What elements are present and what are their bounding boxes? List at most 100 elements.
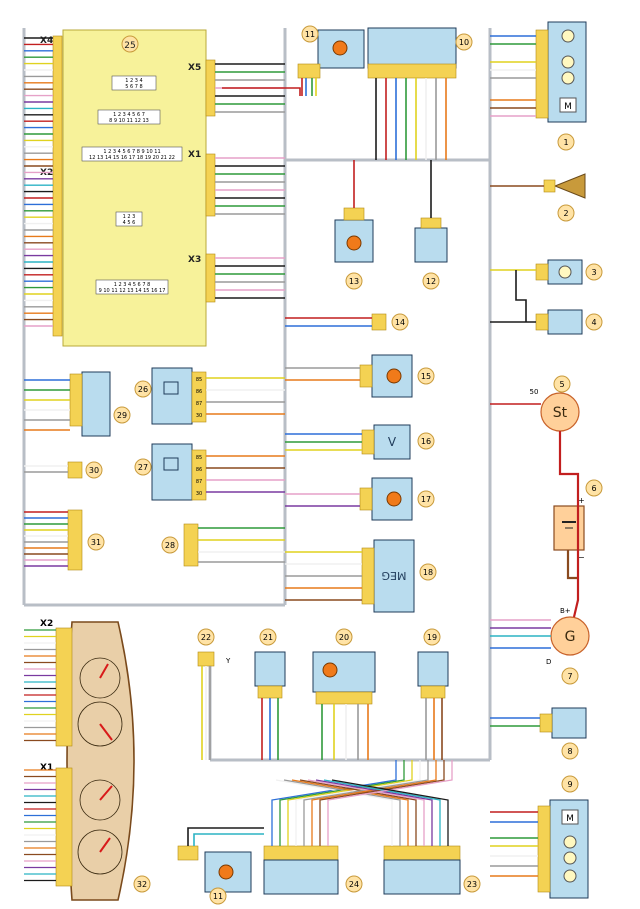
component-1-number: 1 xyxy=(563,138,568,147)
chassis-bus xyxy=(22,28,492,762)
component-11-lower-number: 11 xyxy=(213,892,223,901)
component-2-horn: 2 xyxy=(543,173,586,222)
component-17-number: 17 xyxy=(421,495,431,504)
component-5-number: 5 xyxy=(559,380,564,389)
component-2-number: 2 xyxy=(563,209,568,218)
wire xyxy=(275,779,393,846)
component-26-number: 26 xyxy=(138,385,148,394)
wire xyxy=(315,779,433,846)
svg-text:5 6 7 8: 5 6 7 8 xyxy=(125,84,143,90)
svg-text:9 10 11 12 13 14 15 16 17: 9 10 11 12 13 14 15 16 17 xyxy=(99,288,166,294)
component-28-connector: 28 xyxy=(161,523,199,567)
connector-x1-label: X1 xyxy=(188,150,201,160)
component-20-motor-switch: 20 xyxy=(312,628,376,705)
pin-map-x1: 1 2 3 4 5 6 7 8 9 10 11 12 13 14 15 16 1… xyxy=(81,146,183,162)
component-30-number: 30 xyxy=(89,466,99,475)
component-7-generator: G B+ D 7 xyxy=(546,607,590,685)
svg-text:86: 86 xyxy=(196,467,202,473)
wire xyxy=(222,87,301,96)
component-28-number: 28 xyxy=(165,541,175,550)
component-19-switch: 19 xyxy=(417,628,449,699)
wire xyxy=(287,760,413,846)
svg-text:86: 86 xyxy=(196,389,202,395)
component-22-number: 22 xyxy=(201,633,211,642)
component-21-number: 21 xyxy=(263,633,273,642)
component-9-number: 9 xyxy=(567,780,572,789)
component-6-number: 6 xyxy=(591,484,596,493)
component-8-number: 8 xyxy=(567,747,572,756)
gauge-dials xyxy=(77,657,123,875)
svg-text:1 2 3 4: 1 2 3 4 xyxy=(125,78,143,84)
svg-text:1 2 3 4 5 6 7 8: 1 2 3 4 5 6 7 8 xyxy=(114,282,151,288)
component-13-number: 13 xyxy=(349,277,359,286)
component-18-meg: MEG 18 xyxy=(361,539,437,613)
component-26-relay: 26 85 86 87 30 xyxy=(134,367,207,425)
svg-text:30: 30 xyxy=(196,413,202,419)
block-25-number: 25 xyxy=(124,41,135,51)
component-12-switch: 12 xyxy=(414,217,448,290)
starter-label: St xyxy=(553,405,568,421)
component-21-switch: 21 xyxy=(254,628,286,699)
component-3-number: 3 xyxy=(591,268,596,277)
component-27-number: 27 xyxy=(138,463,148,472)
component-11-number: 11 xyxy=(305,30,315,39)
component-23-number: 23 xyxy=(467,880,477,889)
component-10-switch-block: 10 xyxy=(367,27,473,79)
instrument-cluster-32: X2 X1 32 xyxy=(40,619,151,901)
component-4-number: 4 xyxy=(591,318,596,327)
component-11-switch: 11 xyxy=(297,25,365,79)
component-14-connector: 14 xyxy=(371,313,409,331)
component-3-lamp: 3 xyxy=(535,259,603,285)
motor-label-1: M xyxy=(564,102,572,112)
svg-text:1 2 3: 1 2 3 xyxy=(123,214,136,220)
component-17-sensor: 17 xyxy=(359,477,435,521)
wire xyxy=(558,431,580,506)
wire xyxy=(283,779,401,846)
component-18-number: 18 xyxy=(423,568,433,577)
wire xyxy=(323,779,441,846)
wire xyxy=(271,760,397,846)
ground-y-label: Y xyxy=(225,657,231,665)
generator-b-label: B+ xyxy=(560,607,571,615)
component-29-connector: 29 xyxy=(69,371,131,437)
svg-text:12 13 14 15 16 17 18 19 20 21: 12 13 14 15 16 17 18 19 20 21 22 xyxy=(89,155,175,161)
component-7-number: 7 xyxy=(567,672,572,681)
svg-text:4 5 6: 4 5 6 xyxy=(123,220,136,226)
wire xyxy=(303,760,429,846)
component-20-number: 20 xyxy=(339,633,349,642)
wire xyxy=(279,760,405,846)
svg-text:1 2 3 4 5 6 7 8 9 10 11: 1 2 3 4 5 6 7 8 9 10 11 xyxy=(103,149,160,155)
component-4-switch: 4 xyxy=(535,309,603,335)
battery-minus-label: − xyxy=(578,553,585,562)
component-10-number: 10 xyxy=(459,38,469,47)
component-15-sensor: 15 xyxy=(359,354,435,398)
cluster-32-number: 32 xyxy=(137,880,147,889)
wire xyxy=(295,760,421,846)
wire xyxy=(299,779,417,846)
component-30-connector: 30 xyxy=(67,461,103,479)
component-24-number: 24 xyxy=(349,880,359,889)
wire xyxy=(193,833,264,846)
component-23-switch-block: 23 xyxy=(383,845,481,895)
component-13-motor-sensor: 13 xyxy=(334,207,374,290)
component-16-number: 16 xyxy=(421,437,431,446)
block-25-left-wires xyxy=(24,37,53,327)
component-29-number: 29 xyxy=(117,411,127,420)
component-22-connector: 22 Y xyxy=(197,628,231,667)
svg-text:1 2 3 4 5 6 7: 1 2 3 4 5 6 7 xyxy=(113,112,145,118)
wire xyxy=(311,760,437,846)
component-12-number: 12 xyxy=(426,277,436,286)
svg-text:87: 87 xyxy=(196,479,202,485)
wire xyxy=(566,550,578,580)
generator-label: G xyxy=(565,629,576,645)
block-25-connector-strips xyxy=(52,35,216,337)
svg-text:30: 30 xyxy=(196,491,202,497)
wire xyxy=(327,760,453,846)
svg-text:8 9 10 11 12 13: 8 9 10 11 12 13 xyxy=(109,118,149,124)
wire xyxy=(331,779,449,846)
gauge-needles xyxy=(99,663,113,853)
block-25-right-wires xyxy=(215,63,285,299)
svg-text:85: 85 xyxy=(196,377,202,383)
wire xyxy=(291,779,409,846)
